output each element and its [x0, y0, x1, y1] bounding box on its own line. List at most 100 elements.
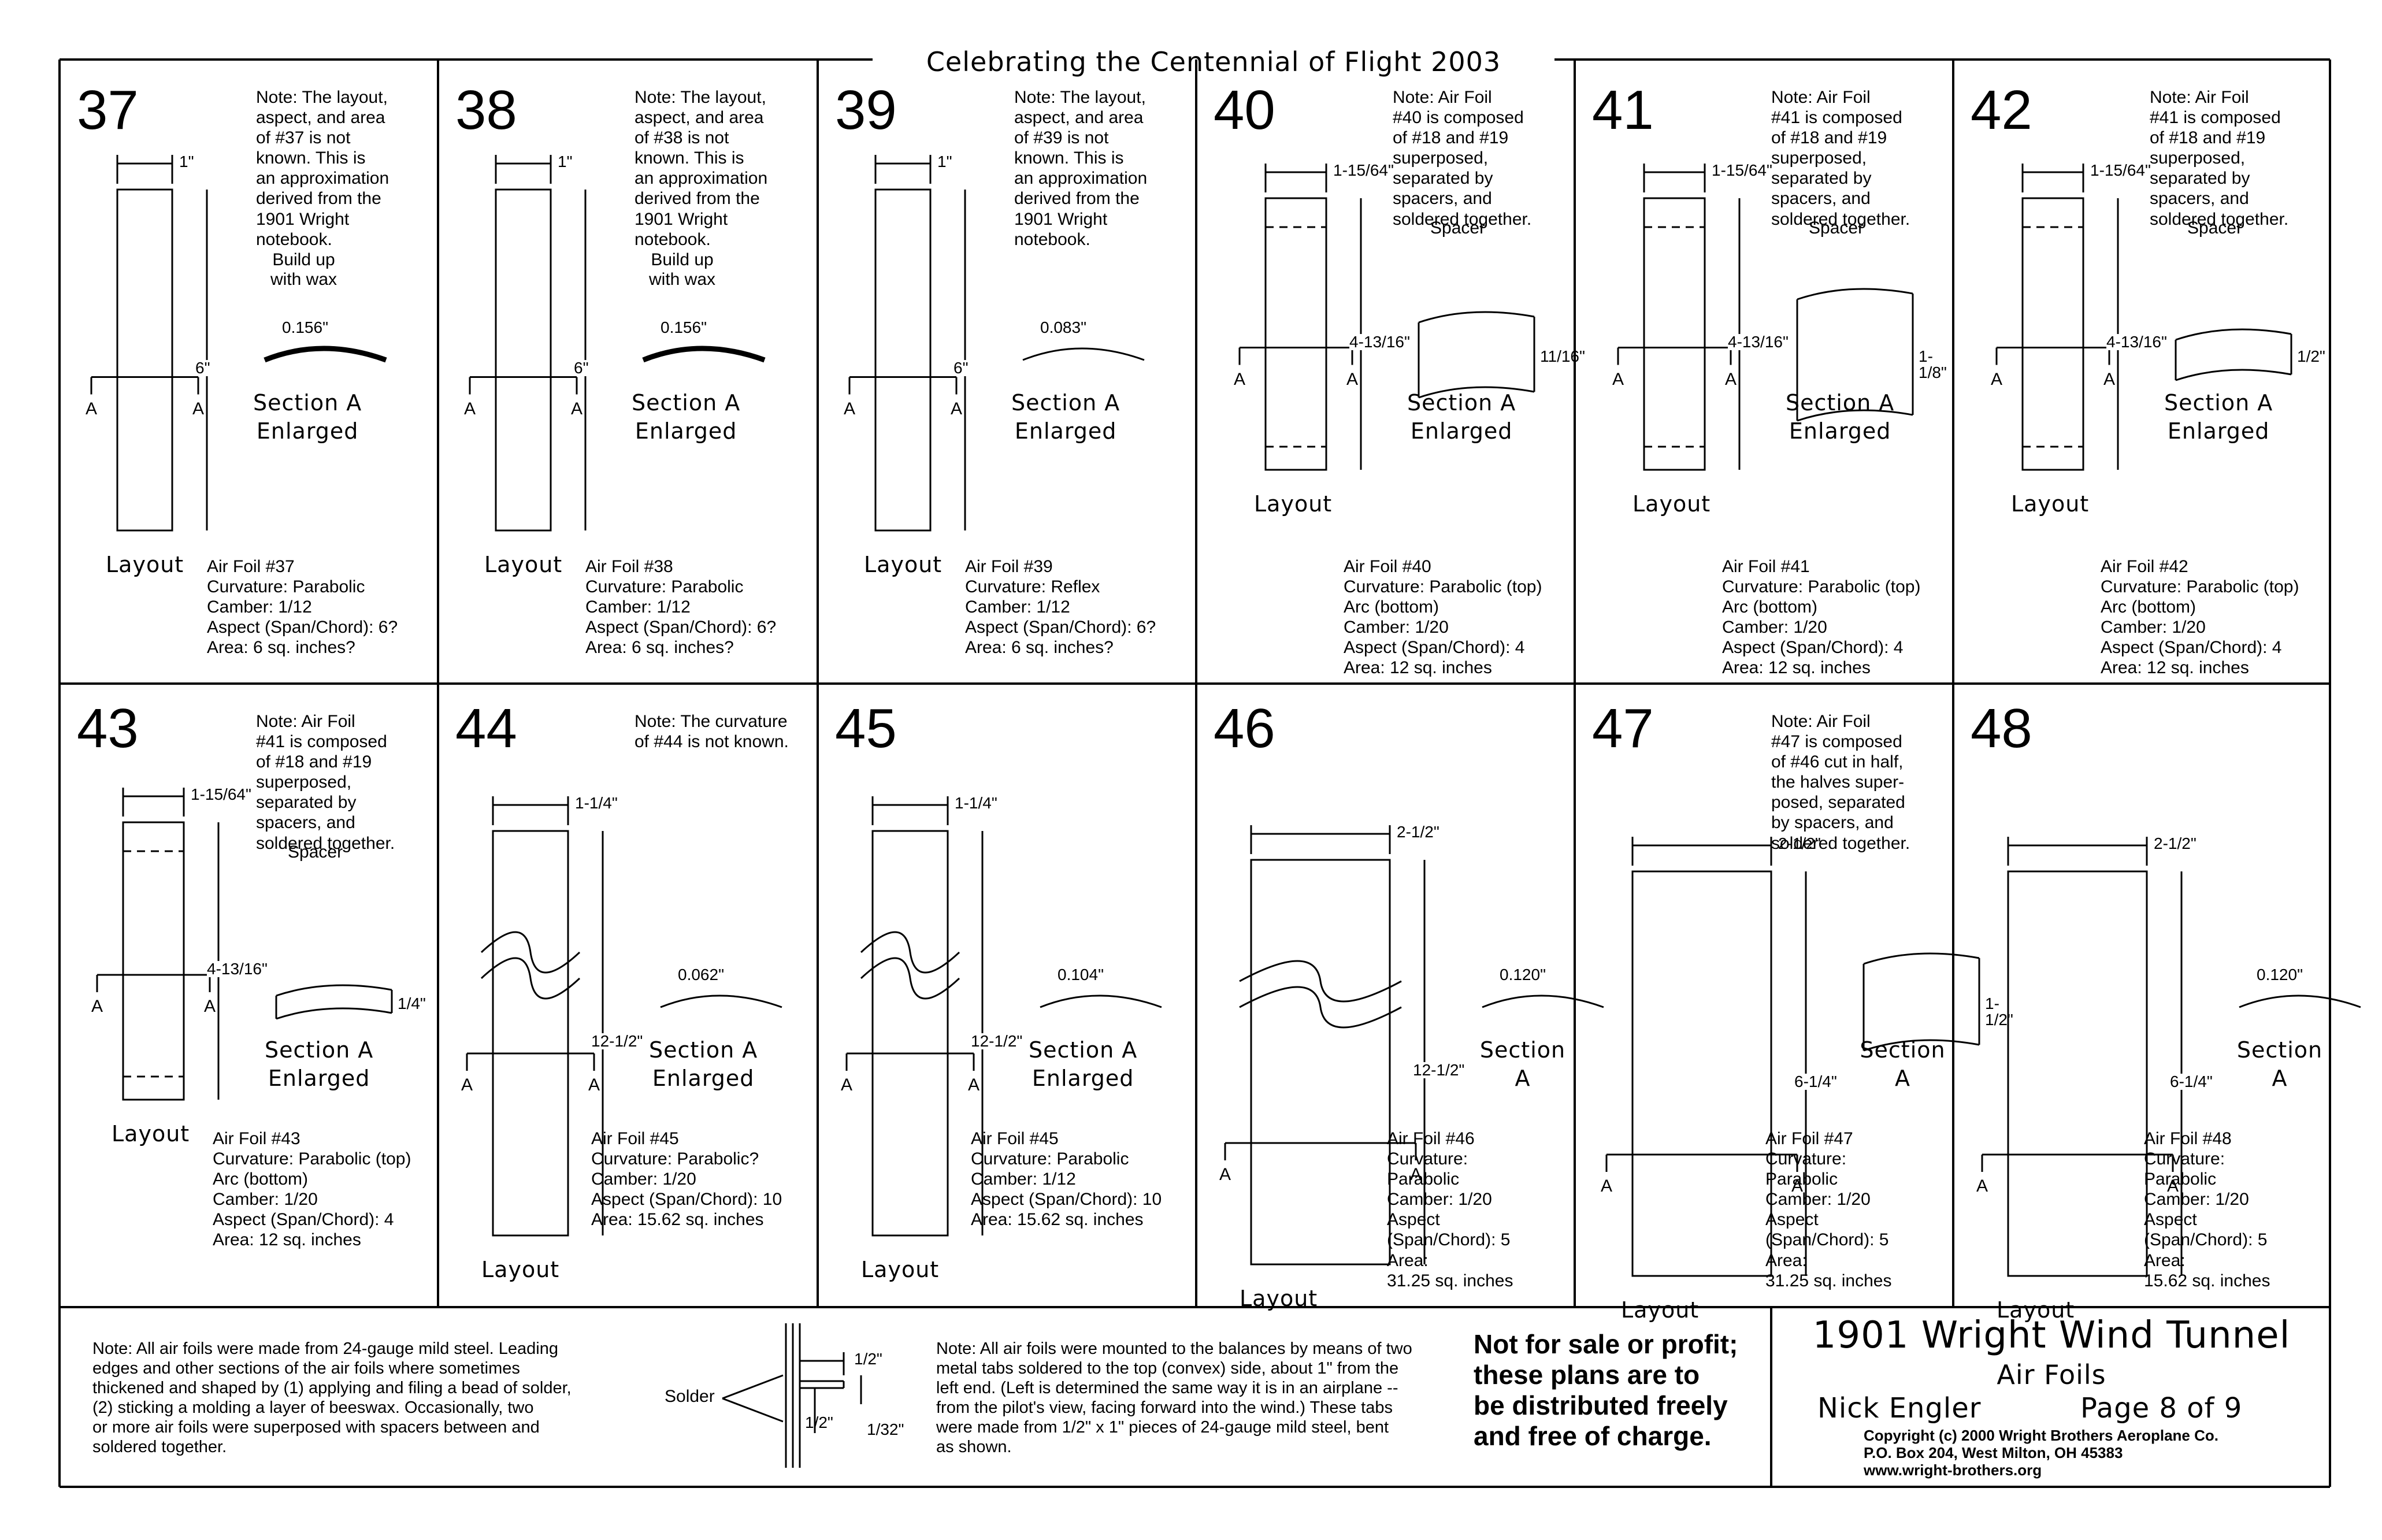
airfoil-specs: Air Foil #39 Curvature: Reflex Camber: 1… — [965, 557, 1156, 658]
airfoil-note: Note: Air Foil #40 is composed of #18 an… — [1393, 88, 1532, 229]
section-mark-a: A — [1234, 369, 1246, 389]
width-dimension: 2-1/2" — [2154, 834, 2197, 852]
section-dimension: 0.062" — [678, 966, 725, 984]
airfoil-number: 40 — [1214, 79, 1275, 141]
section-caption: Section A Enlarged — [649, 1037, 758, 1092]
airfoil-note: Note: Air Foil #47 is composed of #46 cu… — [1771, 712, 1910, 853]
airfoil-drawing — [1981, 837, 2361, 1277]
layout-outline — [1264, 197, 1327, 471]
width-dimension: 1-15/64" — [191, 785, 251, 803]
airfoil-number: 45 — [835, 697, 897, 759]
section-bottom-curve — [2175, 369, 2292, 381]
spacer-label: Spacer — [2187, 218, 2243, 238]
airfoil-drawing — [1995, 164, 2292, 471]
layout-outline — [2021, 197, 2084, 471]
layout-caption: Layout — [106, 552, 184, 577]
section-profile — [1482, 994, 1604, 1008]
section-mark-a: A — [464, 399, 476, 418]
section-mark-a: A — [1976, 1177, 1988, 1196]
break-line — [480, 931, 581, 974]
airfoil-number: 39 — [835, 79, 897, 141]
width-dimension: 1" — [558, 153, 573, 170]
section-dimension: 0.104" — [1058, 966, 1104, 984]
section-top-curve — [1418, 311, 1535, 324]
section-mark-a: A — [1219, 1165, 1231, 1184]
height-dimension: 4-13/16" — [207, 960, 268, 978]
section-caption: Section A — [1860, 1037, 1946, 1092]
section-mark-a: A — [841, 1075, 853, 1094]
layout-outline — [874, 188, 932, 532]
section-caption: Section A Enlarged — [632, 390, 741, 444]
airfoil-note: Note: Air Foil #41 is composed of #18 an… — [2150, 88, 2289, 229]
layout-outline — [1250, 859, 1391, 1266]
height-dimension: 6-1/4" — [1794, 1073, 1837, 1090]
airfoil-note: Note: The curvature of #44 is not known. — [635, 712, 789, 752]
layout-outline — [122, 821, 185, 1101]
layout-caption: Layout — [1997, 1297, 2075, 1323]
section-caption: Section A — [1479, 1037, 1566, 1092]
break-line — [1239, 986, 1402, 1029]
section-caption: Section A Enlarged — [1786, 390, 1895, 444]
section-profile — [264, 346, 387, 363]
airfoil-specs: Air Foil #40 Curvature: Parabolic (top) … — [1344, 557, 1542, 678]
airfoil-note: Note: The layout, aspect, and area of #3… — [635, 88, 768, 249]
layout-caption: Layout — [1632, 491, 1711, 517]
height-dimension: 6" — [574, 359, 589, 377]
break-line — [860, 957, 960, 1000]
layout-outline — [495, 188, 552, 532]
airfoil-number: 44 — [455, 697, 517, 759]
section-dimension: 1/2" — [2297, 347, 2325, 365]
title-block-title: 1901 Wright Wind Tunnel — [1812, 1314, 2291, 1357]
break-line — [1239, 960, 1402, 1003]
airfoil-drawing — [845, 796, 1162, 1237]
section-mark-a: A — [588, 1075, 600, 1094]
section-mark-a: A — [951, 399, 963, 418]
airfoil-note: Note: The layout, aspect, and area of #3… — [256, 88, 389, 249]
title-block-author: Nick Engler — [1817, 1392, 1982, 1424]
section-dimension: 1-1/8" — [1919, 347, 1947, 381]
airfoil-panel-41: 41 Note: Air Foil #41 is composed of #18 … — [1575, 60, 1953, 684]
airfoil-number: 48 — [1971, 697, 2032, 759]
section-caption: Section A Enlarged — [1011, 390, 1120, 444]
layout-caption: Layout — [112, 1121, 190, 1146]
section-dimension: 0.156" — [282, 318, 329, 336]
airfoil-number: 41 — [1592, 79, 1654, 141]
copyright-block: Copyright (c) 2000 Wright Brothers Aerop… — [1864, 1427, 2218, 1479]
tab-thickness-dim: 1/32" — [867, 1420, 904, 1438]
section-bottom-curve — [1863, 1039, 1980, 1052]
section-profile — [660, 994, 782, 1008]
width-dimension: 1" — [937, 153, 952, 170]
section-profile — [1040, 994, 1162, 1008]
width-dimension: 1-15/64" — [2090, 161, 2151, 179]
break-line — [860, 931, 960, 974]
airfoil-drawing — [466, 796, 782, 1237]
airfoil-specs: Air Foil #48 Curvature: Parabolic Camber… — [2144, 1129, 2270, 1290]
airfoil-note: Note: The layout, aspect, and area of #3… — [1014, 88, 1148, 249]
footer-note-mounting: Note: All air foils were mounted to the … — [936, 1339, 1412, 1456]
height-dimension: 6" — [195, 359, 210, 377]
airfoil-number: 46 — [1214, 697, 1275, 759]
section-profile — [1022, 347, 1145, 361]
tab-detail-drawing — [722, 1323, 862, 1468]
airfoil-note: Note: Air Foil #41 is composed of #18 an… — [1771, 88, 1910, 229]
width-dimension: 1-1/4" — [955, 794, 997, 812]
wax-label: Build up with wax — [270, 250, 337, 289]
layout-outline — [2007, 870, 2148, 1277]
section-mark-a: A — [1725, 369, 1737, 389]
height-dimension: 4-13/16" — [2106, 333, 2167, 351]
layout-outline — [1631, 870, 1772, 1277]
height-dimension: 4-13/16" — [1349, 333, 1410, 351]
section-bottom-curve — [1418, 386, 1535, 399]
section-dimension: 0.120" — [1500, 966, 1546, 984]
section-caption: Section A — [2236, 1037, 2323, 1092]
section-caption: Section A Enlarged — [1029, 1037, 1138, 1092]
airfoil-panel-40: 40 Note: Air Foil #40 is composed of #18 … — [1196, 60, 1585, 684]
section-mark-a: A — [1410, 1165, 1422, 1184]
airfoil-specs: Air Foil #43 Curvature: Parabolic (top) … — [213, 1129, 411, 1250]
section-top-curve — [1797, 288, 1913, 300]
airfoil-drawing — [1605, 837, 1980, 1277]
